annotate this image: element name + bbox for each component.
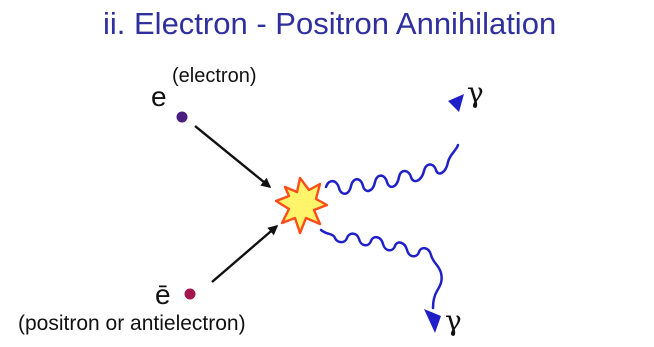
positron-dot	[184, 288, 196, 300]
electron-dot	[176, 111, 188, 123]
positron-arrow	[211, 225, 279, 283]
diagram-title: ii. Electron - Positron Annihilation	[103, 6, 556, 41]
upper-gamma-label: γ	[467, 76, 484, 109]
lower-gamma-label: γ	[445, 304, 462, 337]
electron-symbol: e	[151, 81, 167, 112]
electron-label: (electron)	[172, 65, 256, 87]
lower-photon-arrow-head	[424, 309, 441, 333]
positron-label: (positron or antielectron)	[18, 312, 246, 335]
positron-symbol: ē	[155, 279, 171, 310]
annihilation-burst	[274, 176, 329, 235]
upper-photon-wave	[324, 143, 460, 195]
upper-photon-arrow-head	[448, 94, 464, 112]
lower-photon-wave	[319, 228, 443, 310]
electron-arrow	[194, 125, 272, 188]
